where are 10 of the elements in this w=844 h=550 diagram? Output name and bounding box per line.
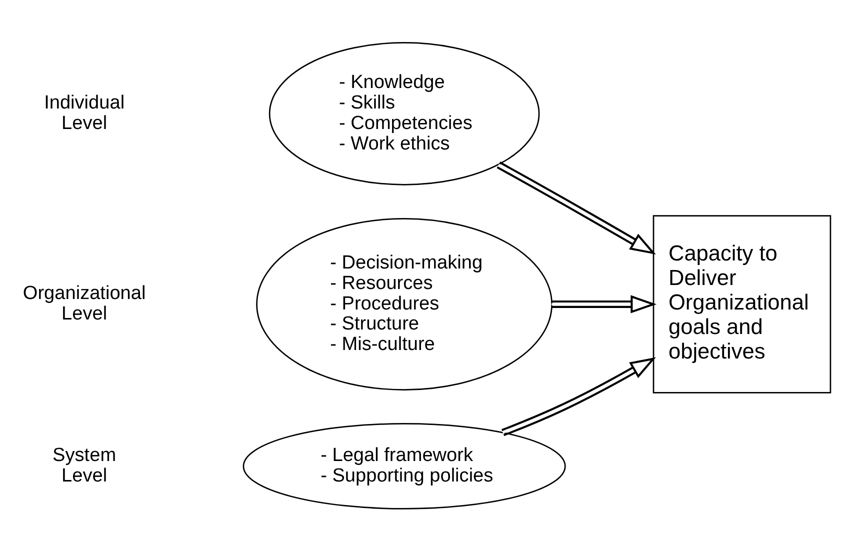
node-ellipse: - Knowledge - Skills - Competencies - Work ethics [268,42,540,185]
arrow [501,356,656,436]
label: Individual Level [44,92,125,134]
node-ellipse: - Decision-making - Resources - Procedures - Structure - Mis-culture [256,217,553,390]
arrow [552,294,657,313]
arrow [496,161,656,254]
label: Organizational Level [22,282,146,324]
label: System Level [52,444,116,486]
node-box: Capacity to Deliver Organizational goals and objectives [652,214,832,393]
node-ellipse: - Legal framework - Supporting policies [242,422,566,509]
